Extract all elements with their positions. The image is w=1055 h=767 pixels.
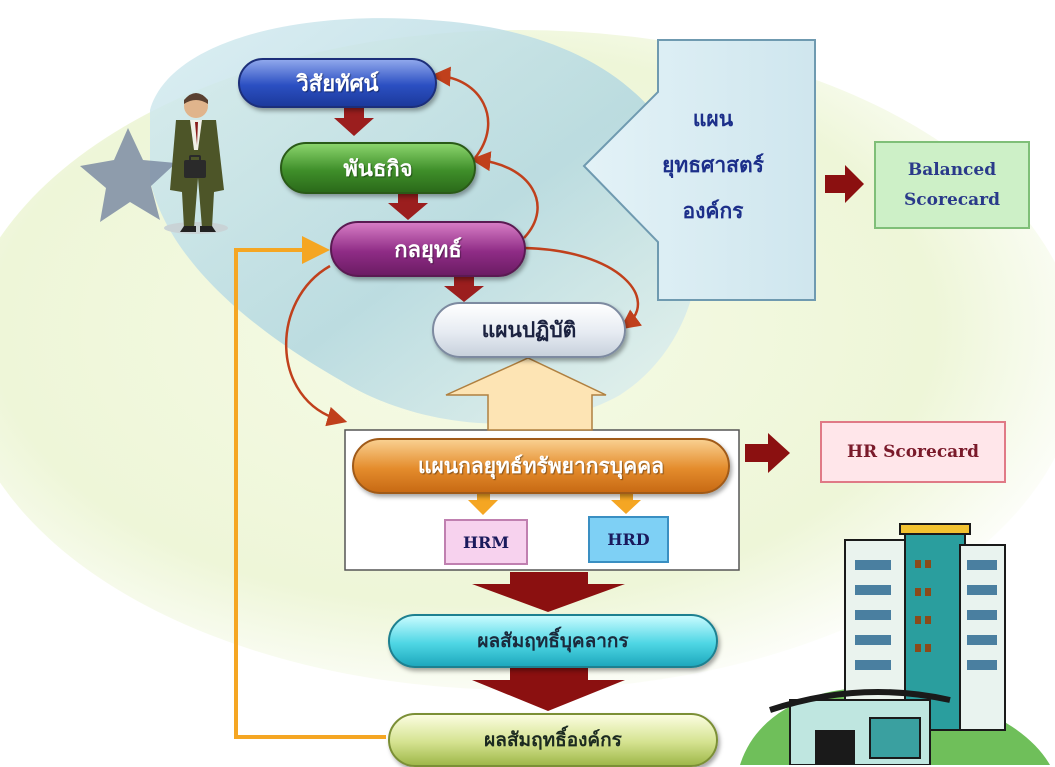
hr-to-action-plan-arrow	[445, 357, 607, 431]
building-icon	[740, 523, 1050, 765]
balanced-scorecard-line-2: Scorecard	[904, 190, 1000, 210]
vision-step: วิสัยทัศน์	[238, 58, 437, 108]
arrow-hr-to-personnel	[472, 572, 625, 612]
hrm-box: HRM	[444, 519, 528, 565]
feedback-arrow-strategy-to-action	[523, 246, 642, 330]
hr-strategic-plan-label: แผนกลยุทธ์ทรัพยากรบุคคล	[417, 453, 665, 478]
balanced-scorecard-box: Balanced Scorecard	[874, 141, 1030, 229]
hr-scorecard-box: HR Scorecard	[820, 421, 1006, 483]
action-plan-label: แผนปฏิบัติ	[481, 317, 577, 342]
mission-step: พันธกิจ	[280, 142, 476, 194]
strategy-step: กลยุทธ์	[330, 221, 526, 277]
mission-label: พันธกิจ	[343, 156, 413, 182]
hrd-box: HRD	[588, 516, 669, 563]
hr-scorecard-label: HR Scorecard	[846, 442, 980, 462]
corporate-plan-label: แผน ยุทธศาสตร์ องค์กร	[648, 96, 778, 234]
corporate-plan-line-3: องค์กร	[682, 199, 744, 223]
corporate-plan-line-2: ยุทธศาสตร์	[662, 153, 764, 177]
org-result-label: ผลสัมฤทธิ์องค์กร	[484, 729, 622, 751]
loop-arrow-org-result-to-strategy	[234, 236, 386, 739]
arrow-to-hrd	[611, 491, 641, 514]
personnel-result-label: ผลสัมฤทธิ์บุคลากร	[477, 630, 629, 652]
star-icon	[80, 128, 176, 222]
org-result-step: ผลสัมฤทธิ์องค์กร	[388, 713, 718, 767]
arrow-mission-to-strategy	[388, 193, 428, 220]
arrow-strategy-to-action	[444, 276, 484, 302]
hrd-label: HRD	[607, 530, 650, 549]
arrow-personnel-to-org	[472, 668, 625, 711]
balanced-scorecard-line-1: Balanced	[907, 160, 997, 180]
businessman-icon	[164, 93, 228, 234]
curve-arrow-strategy-to-hr-plan	[285, 264, 348, 427]
feedback-arrow-mission-to-vision	[430, 66, 490, 159]
vision-label: วิสัยทัศน์	[296, 71, 379, 97]
arrow-vision-to-mission	[334, 108, 374, 136]
action-plan-step: แผนปฏิบัติ	[432, 302, 626, 358]
hr-strategic-plan-step: แผนกลยุทธ์ทรัพยากรบุคคล	[352, 438, 730, 494]
strategy-label: กลยุทธ์	[394, 237, 462, 263]
arrow-to-balanced-scorecard	[825, 165, 864, 203]
arrow-to-hrm	[468, 491, 498, 515]
hrm-label: HRM	[462, 532, 510, 552]
feedback-arrow-strategy-to-mission	[470, 151, 539, 239]
personnel-result-step: ผลสัมฤทธิ์บุคลากร	[388, 614, 718, 668]
arrow-to-hr-scorecard	[745, 433, 790, 473]
corporate-plan-line-1: แผน	[692, 107, 734, 131]
corporate-plan-arrow-shape	[582, 39, 816, 301]
